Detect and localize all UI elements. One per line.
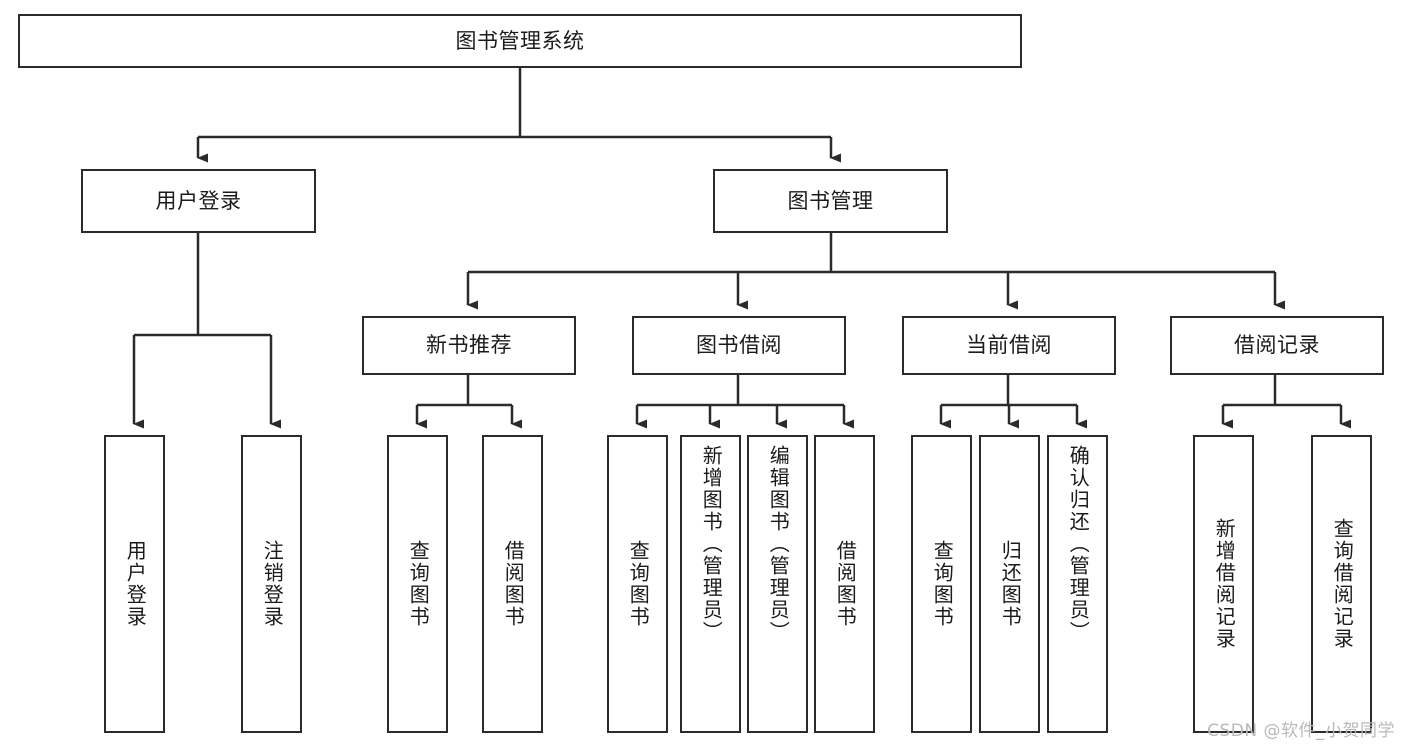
node-leaf-return-book[interactable]: 归还图书 [979,435,1040,733]
node-leaf-query-book-cb-label: 查询图书 [930,540,955,628]
node-borrow-record[interactable]: 借阅记录 [1170,316,1384,375]
node-leaf-add-book-admin[interactable]: 新增图书（管理员） [680,435,741,733]
node-book-borrow[interactable]: 图书借阅 [632,316,846,375]
node-book-borrow-label: 图书借阅 [696,333,782,358]
node-leaf-query-borrow-record-label: 查询借阅记录 [1330,518,1355,650]
node-leaf-user-login[interactable]: 用户登录 [104,435,165,733]
node-new-book-recommend[interactable]: 新书推荐 [362,316,576,375]
node-leaf-edit-book-admin[interactable]: 编辑图书（管理员） [747,435,808,733]
node-leaf-borrow-book-bb-label: 借阅图书 [833,540,858,628]
node-leaf-borrow-book-nb[interactable]: 借阅图书 [482,435,543,733]
node-leaf-add-borrow-record[interactable]: 新增借阅记录 [1193,435,1254,733]
node-borrow-record-label: 借阅记录 [1234,333,1320,358]
node-user-login-label: 用户登录 [155,188,242,213]
node-leaf-query-book-nb[interactable]: 查询图书 [387,435,448,733]
node-new-book-recommend-label: 新书推荐 [426,333,512,358]
node-leaf-logout-label: 注销登录 [260,540,285,628]
node-current-borrow[interactable]: 当前借阅 [902,316,1116,375]
node-root-system-label: 图书管理系统 [455,28,585,53]
node-root-system[interactable]: 图书管理系统 [18,14,1022,68]
node-leaf-query-book-cb[interactable]: 查询图书 [911,435,972,733]
node-user-login[interactable]: 用户登录 [81,169,316,233]
node-book-management-label: 图书管理 [787,188,874,213]
node-leaf-confirm-return-admin[interactable]: 确认归还（管理员） [1047,435,1108,733]
node-current-borrow-label: 当前借阅 [966,333,1052,358]
node-leaf-query-book-bb[interactable]: 查询图书 [607,435,668,733]
node-leaf-logout[interactable]: 注销登录 [241,435,302,733]
node-leaf-borrow-book-bb[interactable]: 借阅图书 [814,435,875,733]
node-leaf-add-borrow-record-label: 新增借阅记录 [1212,518,1237,650]
node-leaf-query-borrow-record[interactable]: 查询借阅记录 [1311,435,1372,733]
node-leaf-confirm-return-admin-label: 确认归还（管理员） [1066,445,1091,643]
node-leaf-query-book-nb-label: 查询图书 [406,540,431,628]
node-leaf-borrow-book-nb-label: 借阅图书 [501,540,526,628]
node-leaf-query-book-bb-label: 查询图书 [626,540,651,628]
node-leaf-add-book-admin-label: 新增图书（管理员） [699,445,724,643]
node-book-management[interactable]: 图书管理 [713,169,948,233]
node-leaf-user-login-label: 用户登录 [123,540,148,628]
node-leaf-return-book-label: 归还图书 [998,540,1023,628]
node-leaf-edit-book-admin-label: 编辑图书（管理员） [766,445,791,643]
